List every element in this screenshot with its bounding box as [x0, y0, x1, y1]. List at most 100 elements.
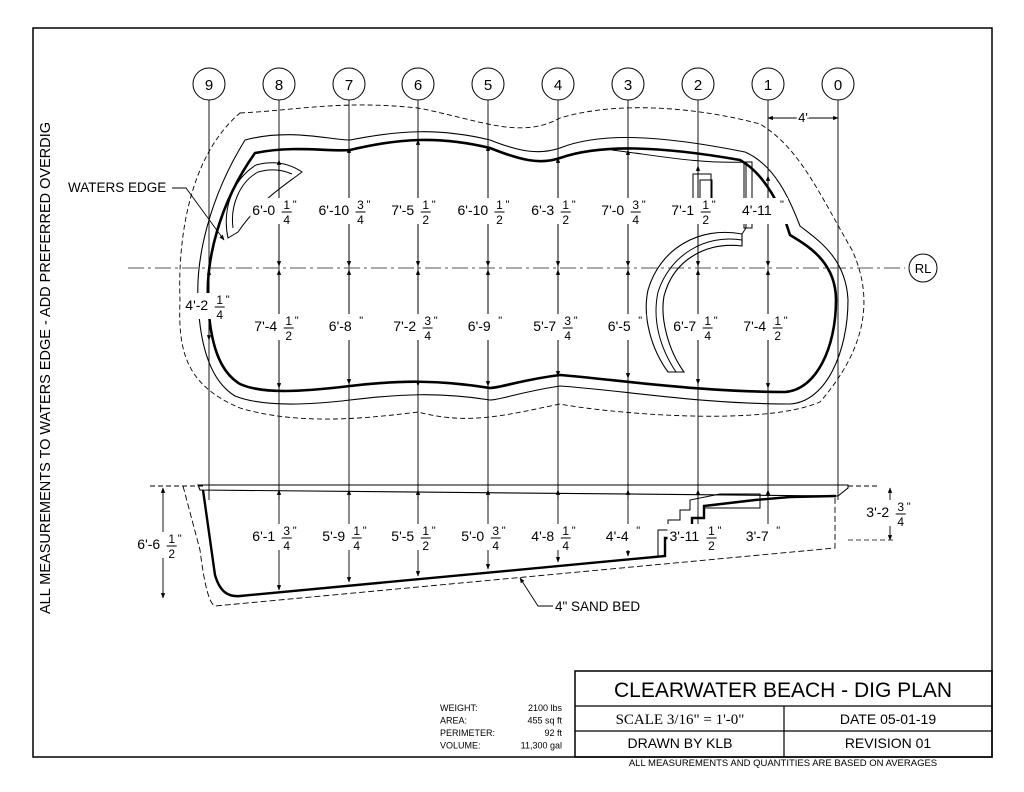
depth-1-bg — [250, 524, 300, 550]
depth-4-den: 4 — [492, 539, 499, 553]
upper-width-2: 7'-5 12" — [389, 198, 439, 227]
depth-1-inch: " — [293, 525, 297, 537]
upper-width-4-whole: 6'-3 — [531, 202, 554, 218]
lower-width-7-den: 4 — [704, 329, 711, 343]
upper-width-3-inch: " — [506, 199, 510, 211]
upper-width-0-inch: " — [293, 199, 297, 211]
upper-width-3-whole: 6'-10 — [458, 202, 489, 218]
lower-width-5-whole: 5'-7 — [533, 318, 556, 334]
lower-width-1-inch: " — [295, 315, 299, 327]
upper-width-3-bg — [455, 198, 513, 224]
depth-4-inch: " — [502, 525, 506, 537]
upper-width-0-whole: 6'-0 — [252, 202, 275, 218]
spec-value-0: 2100 lbs — [528, 703, 563, 713]
lower-width-0-bg — [183, 293, 233, 319]
depth-9-inch: " — [907, 501, 911, 513]
depth-3-num: 1 — [422, 524, 429, 538]
date-label: DATE 05-01-19 — [840, 711, 936, 727]
depth-5-inch: " — [572, 525, 576, 537]
upper-width-2-inch: " — [432, 199, 436, 211]
upper-width-7-bg — [740, 198, 788, 224]
upper-width-1-bg — [316, 198, 374, 224]
sand-bed-line — [182, 485, 836, 607]
shell-outer-edge — [197, 131, 849, 405]
upper-width-0-bg — [250, 198, 300, 224]
drawn-by-label: DRAWN BY KLB — [627, 735, 732, 751]
lower-width-5-bg — [531, 314, 581, 340]
waters-edge-line — [206, 138, 838, 394]
depth-0-whole: 6'-6 — [137, 536, 160, 552]
depth-9-whole: 3'-2 — [866, 504, 889, 520]
upper-width-6-inch: " — [712, 199, 716, 211]
lower-width-4: 6'-9" — [465, 314, 507, 340]
depth-8: 3'-7" — [743, 524, 785, 550]
lower-width-3-num: 3 — [424, 314, 431, 328]
depth-9-num: 3 — [897, 500, 904, 514]
spec-value-1: 455 sq ft — [527, 716, 562, 726]
upper-width-6-num: 1 — [702, 198, 709, 212]
spec-label-2: PERIMETER: — [440, 728, 495, 738]
depth-9-den: 4 — [897, 515, 904, 529]
axis-bubble-0 — [821, 67, 855, 101]
step-box-3 — [743, 161, 753, 229]
sand-bed-label: 4" SAND BED — [555, 599, 640, 614]
lower-width-6-whole: 6'-5 — [608, 318, 631, 334]
axis-label-0: 0 — [834, 77, 842, 94]
spec-label-3: VOLUME: — [440, 741, 481, 751]
lower-width-7-bg — [671, 314, 721, 340]
upper-width-4-bg — [529, 198, 579, 224]
upper-width-2-num: 1 — [422, 198, 429, 212]
lower-width-3-den: 4 — [424, 329, 431, 343]
lower-width-6: 6'-5 " — [605, 314, 647, 340]
lower-width-1-whole: 7'-4 — [254, 318, 277, 334]
lower-width-0-whole: 4'-2 — [185, 297, 208, 313]
depth-8-inch: " — [776, 525, 780, 537]
lower-width-2-whole: 6'-8 — [329, 318, 352, 334]
spec-label-1: AREA: — [440, 716, 467, 726]
upper-width-7-whole: 4'-11 — [742, 202, 772, 218]
lower-width-7-num: 1 — [704, 314, 711, 328]
averages-footnote: ALL MEASUREMENTS AND QUANTITIES ARE BASE… — [629, 758, 937, 769]
axis-label-2: 2 — [694, 77, 702, 94]
upper-width-5-num: 3 — [632, 198, 639, 212]
side-note: ALL MEASUREMENTS TO WATERS EDGE - ADD PR… — [38, 122, 54, 614]
axis-bubble-8 — [262, 67, 296, 101]
depth-4-bg — [459, 524, 509, 550]
depth-7-den: 2 — [708, 539, 715, 553]
lower-width-6-inch: " — [638, 315, 642, 327]
lower-width-3-bg — [391, 314, 441, 340]
upper-width-0-den: 4 — [283, 213, 290, 227]
depth-2-den: 4 — [353, 539, 360, 553]
section-coping — [197, 484, 849, 497]
upper-width-4-den: 2 — [562, 213, 569, 227]
upper-width-2-whole: 7'-5 — [391, 202, 414, 218]
lower-width-3-whole: 7'-2 — [393, 318, 416, 334]
lower-width-4-bg — [465, 314, 507, 340]
axis-label-6: 6 — [414, 77, 422, 94]
upper-width-2-den: 2 — [422, 213, 429, 227]
lower-width-8-bg — [741, 314, 791, 340]
entry-step-mid — [655, 238, 743, 373]
waters-edge-leader — [172, 187, 225, 241]
depth-6-inch: " — [636, 525, 640, 537]
depth-3-den: 2 — [422, 539, 429, 553]
lower-width-5-inch: " — [574, 315, 578, 327]
depth-2-inch: " — [363, 525, 367, 537]
lower-width-7-inch: " — [714, 315, 718, 327]
lower-width-8-den: 2 — [774, 329, 781, 343]
depth-1-num: 3 — [283, 524, 290, 538]
depth-7-bg — [667, 524, 725, 550]
